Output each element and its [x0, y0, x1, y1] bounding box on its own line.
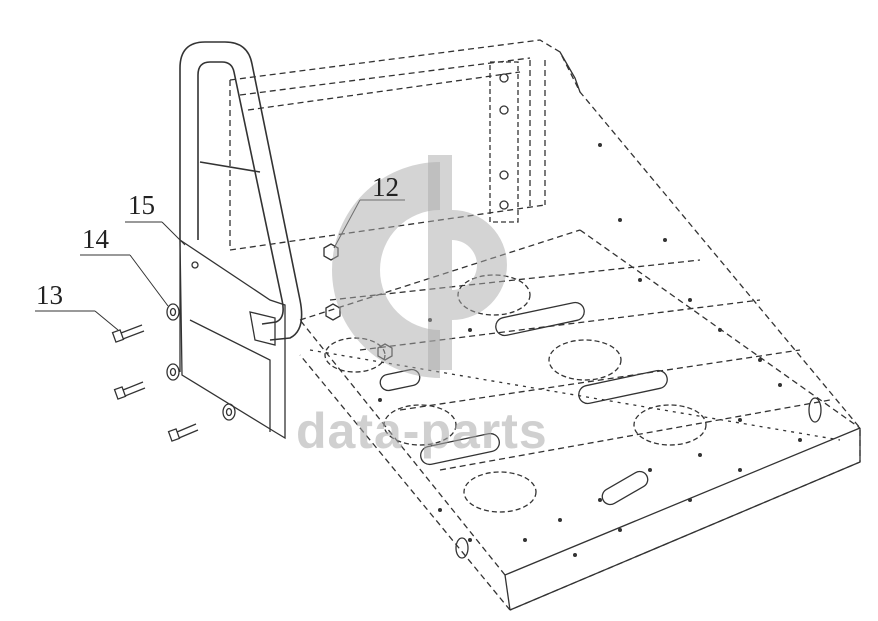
bolts — [111, 324, 199, 442]
mounting-plate — [179, 238, 286, 440]
callout-13: 13 — [36, 280, 63, 310]
callout-15: 15 — [128, 190, 155, 220]
watermark-text: data-parts — [296, 403, 548, 459]
callout-14: 14 — [82, 224, 109, 254]
callout-12: 12 — [372, 172, 399, 202]
handrail — [179, 41, 303, 341]
washers — [166, 303, 236, 421]
watermark-logo — [332, 155, 507, 378]
step-tray — [229, 39, 861, 611]
